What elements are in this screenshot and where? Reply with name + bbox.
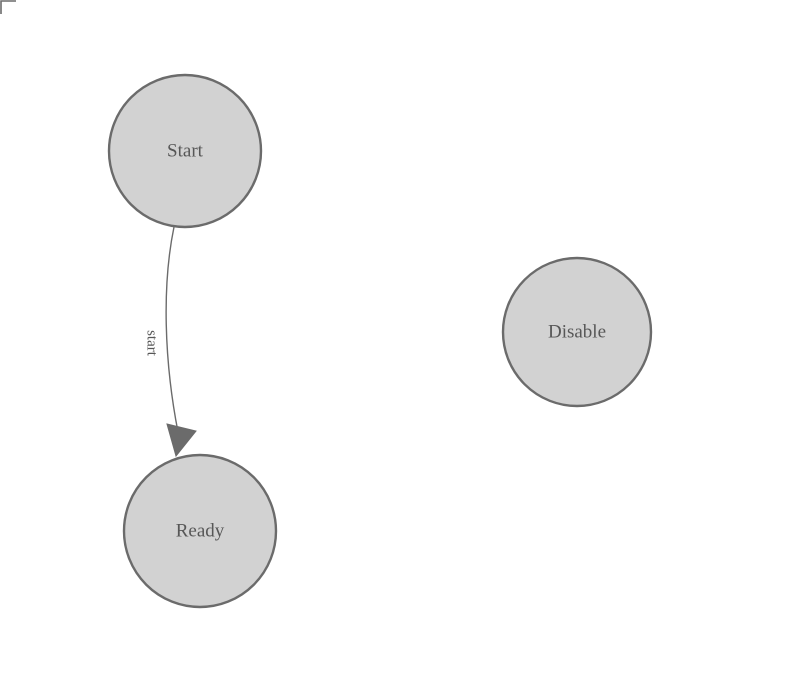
state-node-ready-label: Ready (176, 520, 225, 541)
state-node-ready-circle[interactable] (122, 453, 278, 609)
edge-line (165, 226, 179, 433)
state-node-ready[interactable]: Ready (122, 453, 278, 609)
edge-label-start: start (144, 330, 160, 357)
state-node-start-circle[interactable] (107, 73, 263, 229)
edge-start-to-ready[interactable]: start (144, 226, 197, 458)
state-node-start-label: Start (167, 140, 204, 161)
canvas-corner-marker-icon (0, 0, 16, 14)
state-node-disable[interactable]: Disable (501, 256, 653, 408)
state-node-disable-circle[interactable] (501, 256, 653, 408)
state-node-disable-label: Disable (548, 321, 606, 342)
state-node-start[interactable]: Start (107, 73, 263, 229)
arrowhead-icon (166, 423, 197, 458)
